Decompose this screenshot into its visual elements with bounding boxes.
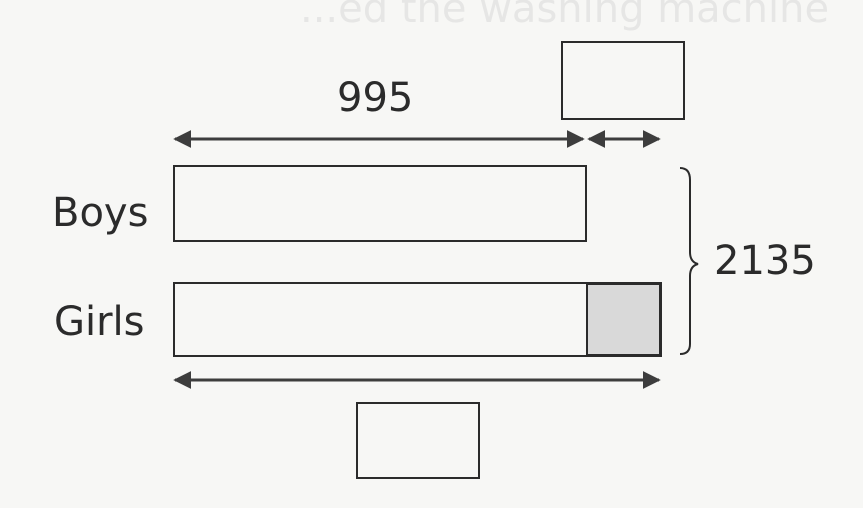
top-value-label: 995	[337, 75, 414, 121]
girls-answer-box[interactable]	[356, 402, 480, 479]
difference-answer-box[interactable]	[561, 41, 685, 120]
total-value-label: 2135	[714, 238, 816, 284]
faded-heading: ...ed the washing machine	[300, 0, 830, 32]
boys-row-label: Boys	[52, 190, 149, 236]
girls-extra-segment	[586, 283, 661, 356]
boys-bar	[173, 165, 587, 242]
total-brace	[679, 167, 699, 355]
girls-row-label: Girls	[54, 299, 145, 345]
